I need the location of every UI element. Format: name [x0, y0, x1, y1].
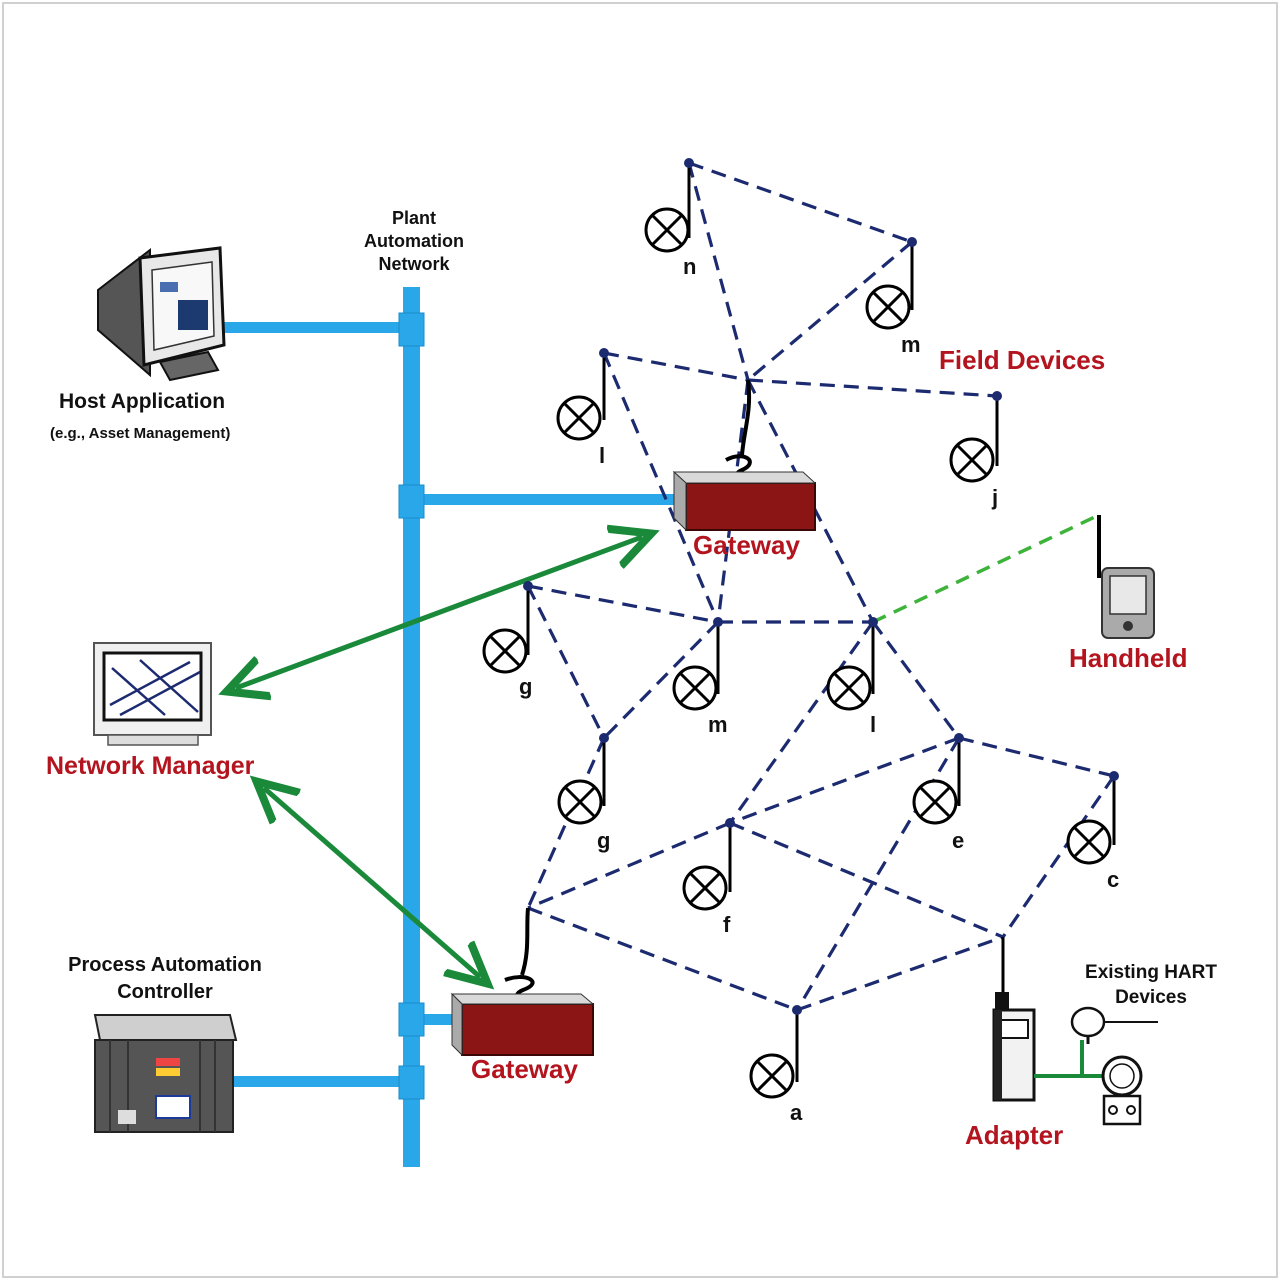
- gateway-top-branch: [420, 494, 680, 505]
- device-label-n: n: [683, 254, 697, 279]
- field-device-l-mid: [826, 617, 878, 711]
- device-label-e: e: [952, 828, 965, 853]
- handheld-device-icon: [1097, 515, 1155, 639]
- process-controller-label: Process Automation Controller: [45, 952, 285, 1006]
- field-device-e: [912, 733, 964, 825]
- network-manager-computer-icon: [93, 642, 212, 746]
- field-device-l-top: [556, 348, 609, 441]
- existing-hart-devices-icon: [1070, 1006, 1158, 1126]
- field-devices-label: Field Devices: [939, 345, 1106, 375]
- device-label-j: j: [992, 485, 999, 510]
- gateway-top-device: [672, 379, 817, 532]
- field-device-a: [749, 1005, 802, 1099]
- gateway-bottom-label: Gateway: [471, 1054, 578, 1084]
- existing-hart-label: Existing HART Devices: [1068, 960, 1234, 1010]
- device-label-a: a: [790, 1100, 803, 1125]
- host-application-sublabel: (e.g., Asset Management): [50, 425, 231, 442]
- network-manager-arrows: [236, 537, 642, 977]
- adapter-label: Adapter: [965, 1120, 1064, 1150]
- device-label-g-upper: g: [519, 674, 533, 699]
- controller-branch: [230, 1076, 412, 1087]
- handheld-label: Handheld: [1069, 643, 1188, 673]
- device-label-m-top: m: [901, 332, 921, 357]
- host-application-label: Host Application: [59, 390, 226, 413]
- field-device-g-upper: [482, 581, 533, 674]
- plant-network-line-1: Plant: [391, 208, 436, 228]
- host-computer-icon: [97, 246, 226, 382]
- field-device-g-lower: [557, 733, 609, 825]
- device-label-f: f: [723, 912, 731, 937]
- device-label-l-mid: l: [870, 712, 877, 737]
- manager-to-gateway-top-arrow: [236, 537, 642, 688]
- manager-to-gateway-bottom-arrow: [264, 788, 480, 977]
- controller-cabinet-icon: [93, 1014, 238, 1133]
- handheld-link: [872, 513, 1100, 624]
- field-device-m-mid: [672, 617, 723, 711]
- device-label-l-top: l: [599, 443, 606, 468]
- existing-hart-line-2: Devices: [1115, 987, 1187, 1008]
- device-label-c: c: [1107, 867, 1120, 892]
- field-device-f: [682, 818, 735, 911]
- plant-network-label: Plant Automation Network: [345, 207, 483, 276]
- field-device-j: [949, 391, 1002, 483]
- process-controller-line-2: Controller: [117, 981, 213, 1003]
- existing-hart-line-1: Existing HART: [1085, 962, 1217, 983]
- network-manager-label: Network Manager: [46, 752, 255, 780]
- field-device-c: [1066, 771, 1119, 865]
- field-device-n: [644, 158, 694, 253]
- gateway-bottom-branch: [420, 1014, 460, 1025]
- plant-automation-network-backbone: [222, 287, 680, 1167]
- adapter-device-icon: [992, 937, 1110, 1102]
- device-label-g-lower: g: [597, 828, 611, 853]
- host-branch: [222, 322, 412, 333]
- device-label-m-mid: m: [708, 712, 728, 737]
- process-controller-line-1: Process Automation: [68, 954, 262, 976]
- field-device-m-top: [865, 237, 917, 330]
- gateway-bottom-device: [450, 907, 595, 1057]
- mesh-links: [526, 161, 1116, 1012]
- plant-network-line-3: Network: [378, 254, 450, 274]
- gateway-top-label: Gateway: [693, 530, 800, 560]
- plant-network-line-2: Automation: [364, 231, 464, 251]
